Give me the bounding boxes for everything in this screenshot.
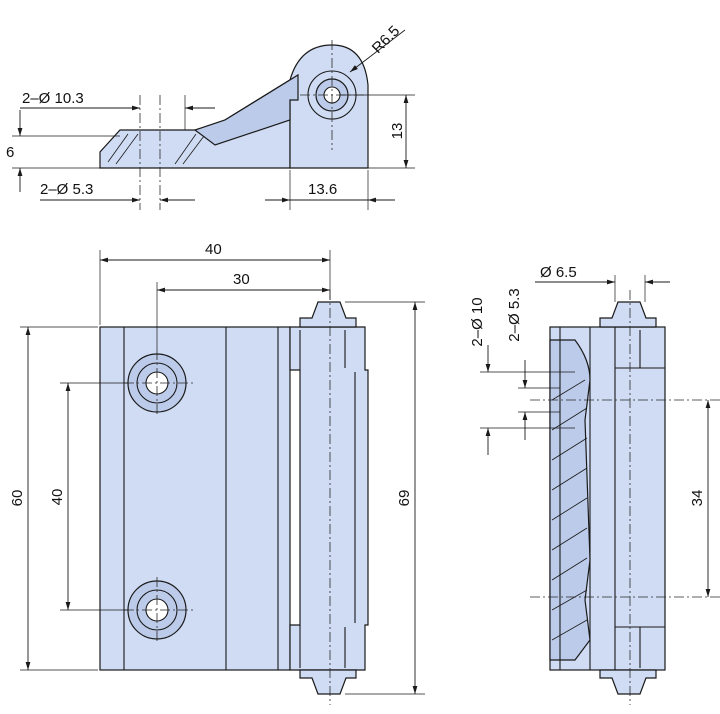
dim-front-total-69: 69	[396, 490, 413, 507]
side-pin-bottom	[599, 669, 657, 695]
dim-top-knuckle-width: 13.6	[308, 181, 337, 198]
front-pin-bottom	[299, 669, 357, 695]
dim-front-width-30: 30	[233, 271, 250, 288]
dim-front-width-40: 40	[205, 241, 222, 258]
dim-top-r-leader	[349, 29, 406, 73]
dim-top-hole-small: 2–Ø 5.3	[40, 181, 93, 198]
dim-top-knuckle-height: 13	[389, 123, 406, 140]
top-view-hatch	[107, 133, 205, 165]
top-view-slope	[193, 73, 299, 146]
dim-side-pin: Ø 6.5	[540, 264, 577, 281]
dim-side-hole-53: 2–Ø 5.3	[506, 288, 523, 341]
front-view: 40 30 60 40 69	[9, 241, 425, 705]
dim-side-hole-10: 2–Ø 10	[469, 297, 486, 346]
side-view: Ø 6.5 2–Ø 10 2–Ø 5.3 34	[469, 264, 720, 705]
dim-top-r: R6.5	[369, 23, 403, 57]
dim-top-thickness: 6	[6, 144, 14, 161]
front-knuckle	[289, 326, 369, 671]
dim-side-34: 34	[689, 490, 706, 507]
front-pin-top	[299, 301, 357, 328]
dim-top-hole-large: 2–Ø 10.3	[22, 90, 84, 107]
side-pin-top	[599, 301, 657, 328]
top-view: 2–Ø 10.3 6 2–Ø 5.3 R6.5 13 13.6	[6, 23, 415, 210]
side-view-hatch	[551, 379, 588, 641]
dim-front-holes-40: 40	[49, 489, 66, 506]
dim-front-height-60: 60	[9, 490, 26, 507]
